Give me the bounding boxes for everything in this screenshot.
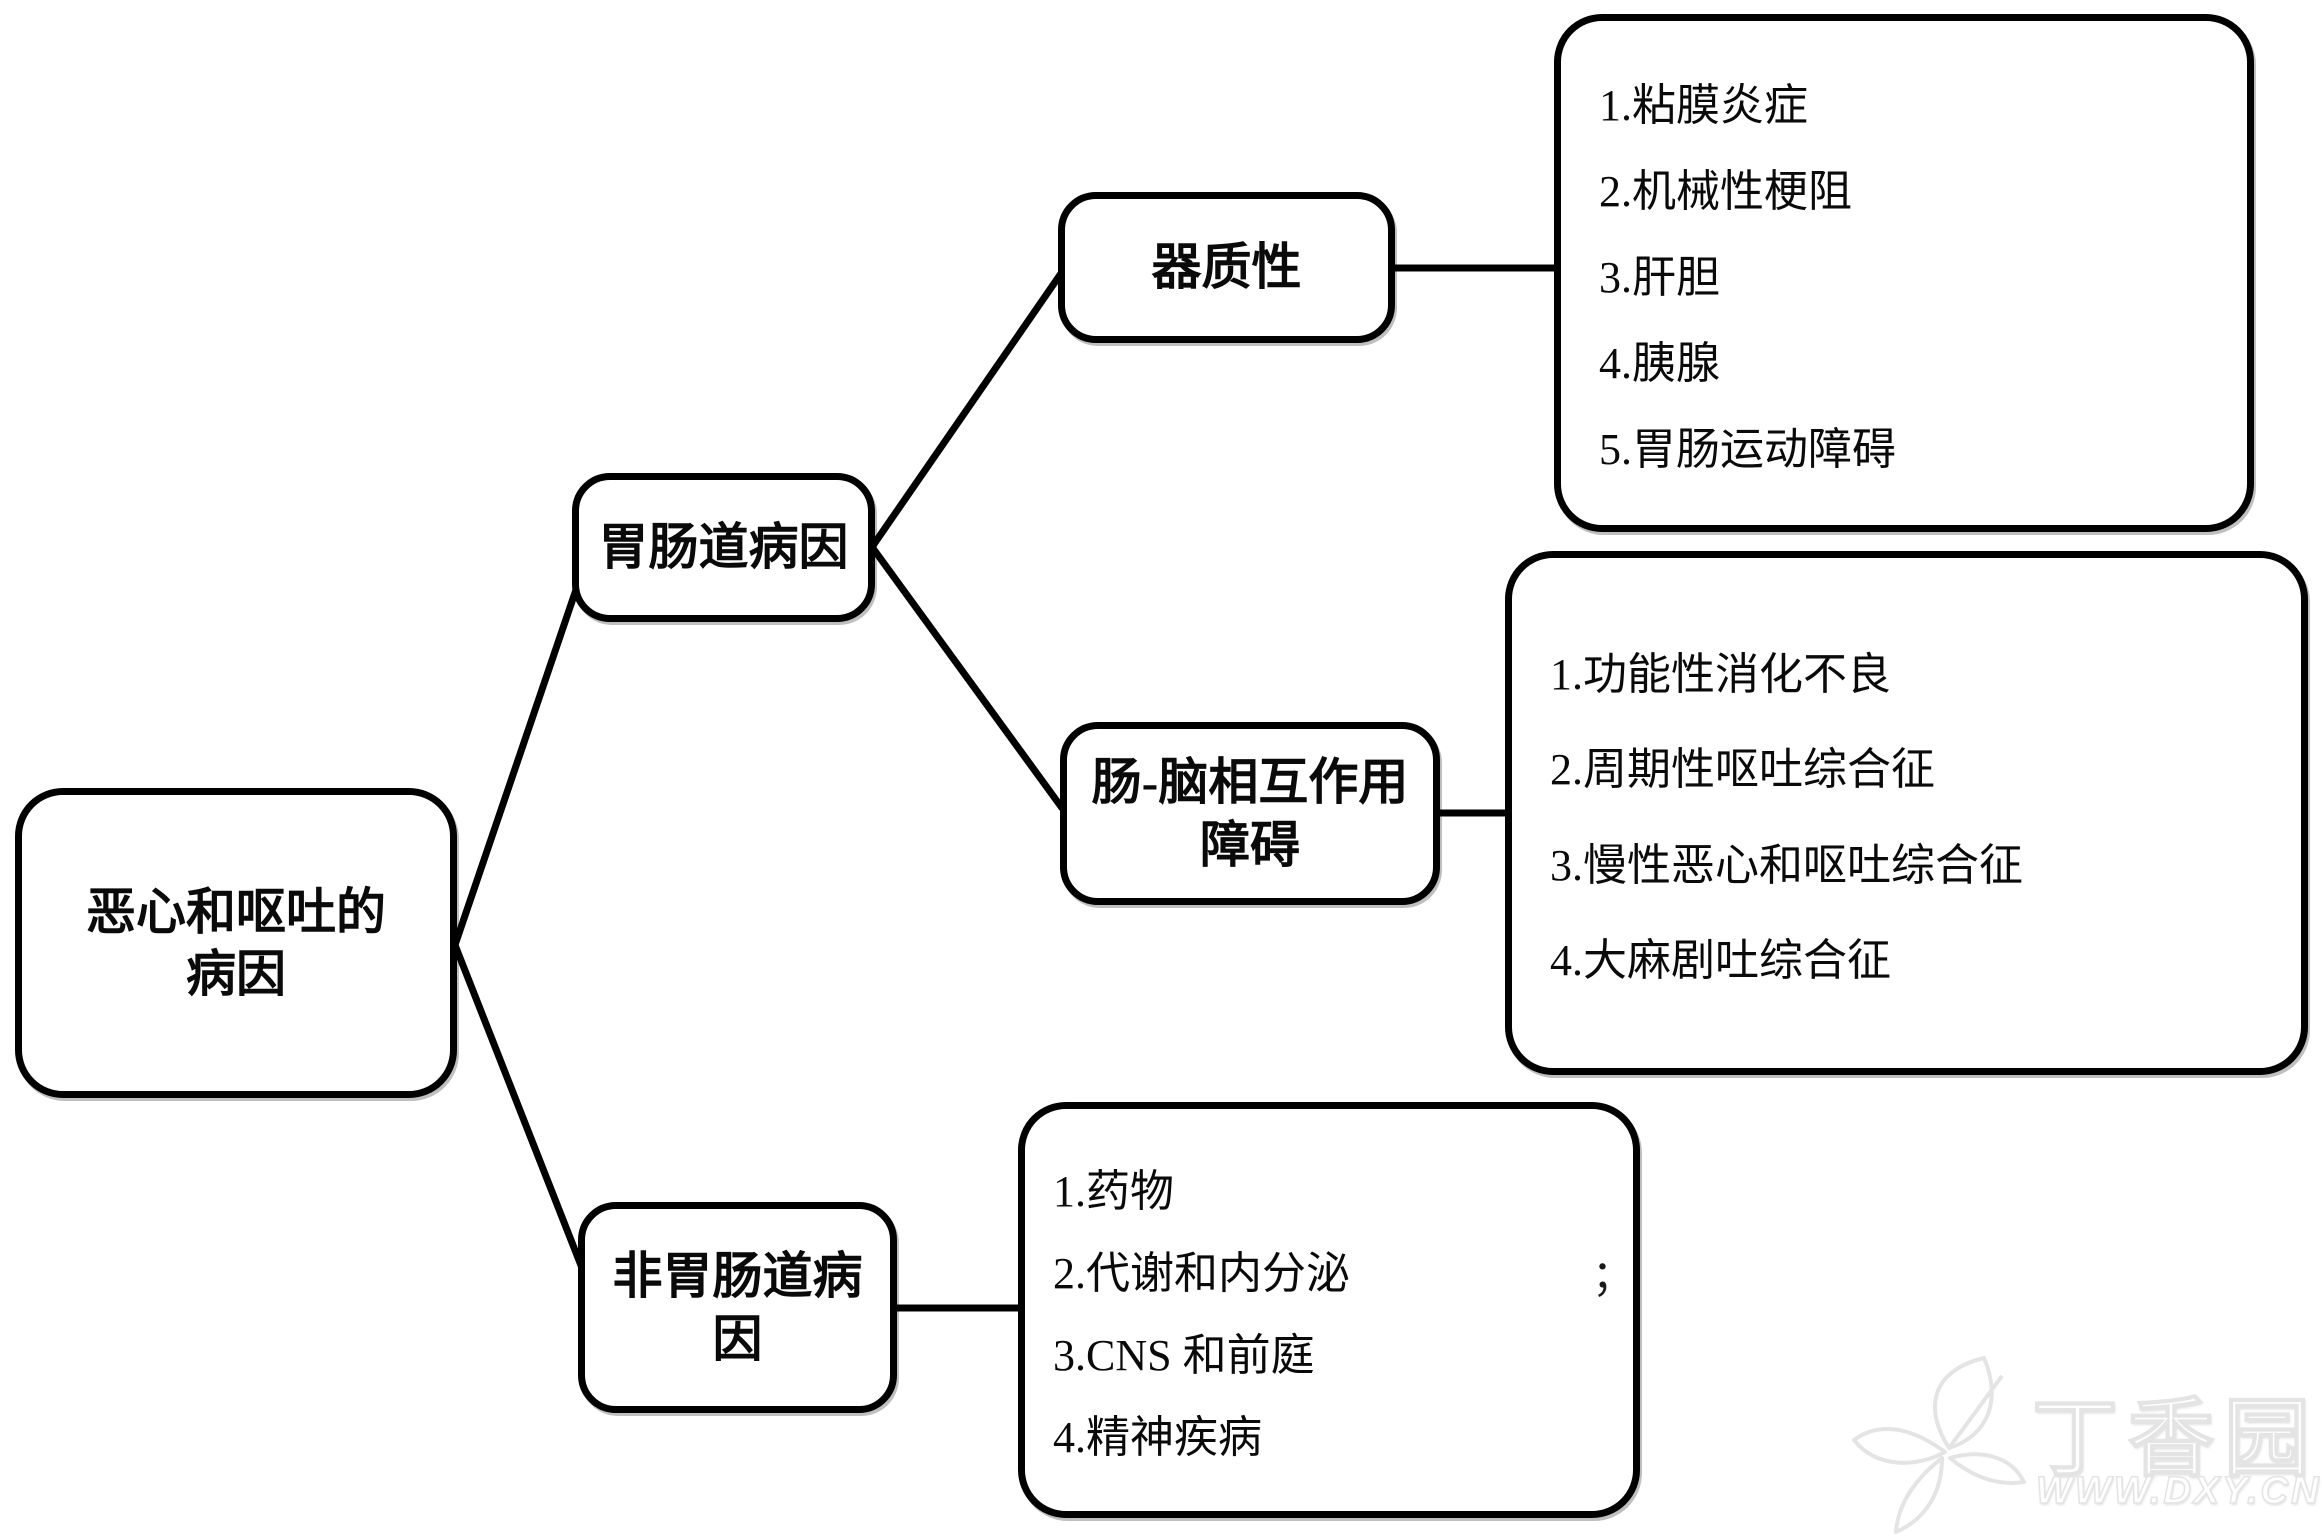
list-item: 2.代谢和内分泌 <box>1053 1249 1350 1298</box>
watermark-url: WWW.DXY.CN <box>2035 1469 2322 1513</box>
edge-gi-to-dgbi <box>868 543 1066 812</box>
list-item: 1.粘膜炎症 <box>1599 81 1808 130</box>
edge-gi-to-organic <box>868 268 1066 551</box>
stray-semicolon-mark: ； <box>1592 1254 1635 1300</box>
list-item: 4.精神疾病 <box>1053 1413 1262 1462</box>
list-item: 2.周期性呕吐综合征 <box>1550 745 1935 795</box>
node-non-gi-label: 非胃肠道病 因 <box>612 1248 863 1367</box>
node-organic-label: 器质性 <box>1151 239 1302 296</box>
dxy-leaf-logo-icon <box>1852 1356 2026 1534</box>
edge-root-to-gi <box>451 574 584 949</box>
node-gut-brain-label: 肠-脑相互作用 障碍 <box>1091 754 1409 873</box>
list-item: 1.药物 <box>1053 1167 1174 1216</box>
node-non-gi-causes: 非胃肠道病 因 <box>578 1202 897 1413</box>
list-non-gi-causes: 1.药物 2.代谢和内分泌 3.CNS 和前庭 4.精神疾病 <box>1018 1102 1640 1518</box>
list-organic-causes: 1.粘膜炎症 2.机械性梗阻 3.肝胆 4.胰腺 5.胃肠运动障碍 <box>1554 14 2254 532</box>
list-item: 4.胰腺 <box>1599 339 1720 388</box>
node-gut-brain-disorder: 肠-脑相互作用 障碍 <box>1060 722 1440 905</box>
list-item: 3.肝胆 <box>1599 253 1720 302</box>
list-item: 4.大麻剧吐综合征 <box>1550 936 1891 986</box>
node-root-label: 恶心和呕吐的 病因 <box>86 883 386 1003</box>
list-item: 1.功能性消化不良 <box>1550 649 1891 699</box>
list-item: 3.CNS 和前庭 <box>1053 1331 1315 1380</box>
node-gi-label: 胃肠道病因 <box>598 519 849 576</box>
edge-root-to-non-gi <box>451 941 586 1272</box>
list-item: 3.慢性恶心和呕吐综合征 <box>1550 840 2023 890</box>
watermark-brand: 丁香园 <box>2031 1390 2320 1488</box>
list-item: 5.胃肠运动障碍 <box>1599 425 1896 474</box>
node-organic: 器质性 <box>1058 192 1395 343</box>
node-root-causes: 恶心和呕吐的 病因 <box>15 788 457 1098</box>
list-gut-brain-disorders: 1.功能性消化不良 2.周期性呕吐综合征 3.慢性恶心和呕吐综合征 4.大麻剧吐… <box>1505 551 2308 1075</box>
node-gi-causes: 胃肠道病因 <box>572 473 875 622</box>
list-item: 2.机械性梗阻 <box>1599 167 1852 216</box>
